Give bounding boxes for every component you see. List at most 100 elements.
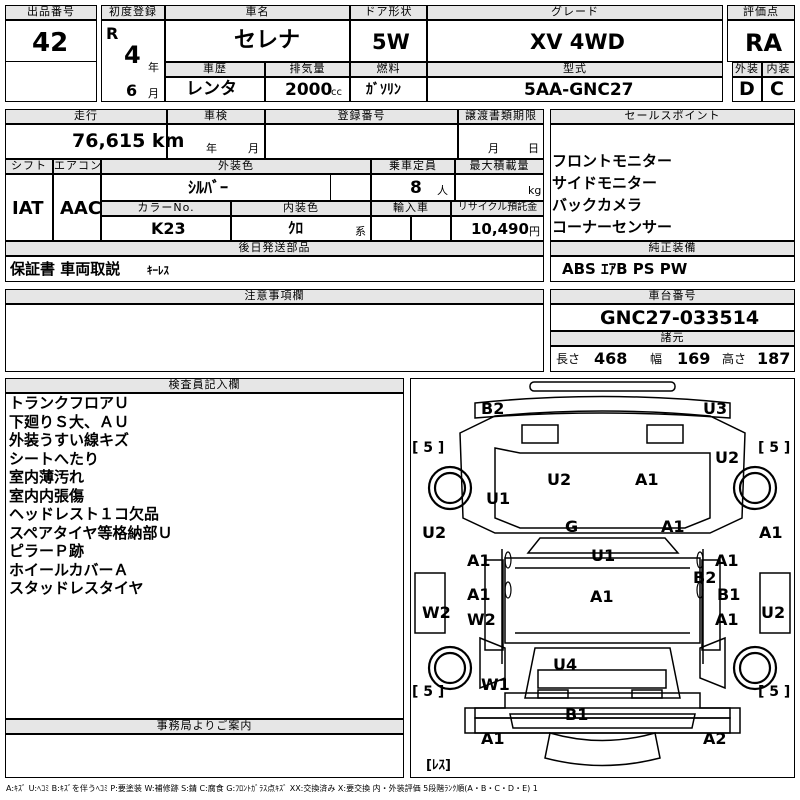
tire-rr: [ 5 ]: [758, 684, 791, 700]
reg-month-unit: 月: [148, 87, 159, 100]
spare-tire: [ﾚｽ]: [426, 758, 451, 773]
damage-mark: A1: [635, 470, 659, 489]
sales-box: [550, 124, 795, 241]
first-reg-box: [101, 20, 165, 102]
damage-mark: A1: [715, 551, 739, 570]
color-box-aux: [330, 174, 371, 201]
model-box: [427, 77, 723, 102]
spec-box: [550, 346, 795, 372]
car-diagram: [414, 381, 791, 767]
import-label: 輸入車: [371, 201, 451, 216]
score-label: 評価点: [727, 5, 795, 20]
chassis-box: [550, 304, 795, 331]
fuel-label: 燃料: [350, 62, 427, 77]
damage-mark: B2: [693, 568, 717, 587]
capacity: 8: [410, 178, 422, 198]
ac: AAC: [60, 198, 102, 219]
insp-year-unit: 年: [206, 142, 217, 155]
inspector-line: ヘッドレスト１コ欠品: [9, 505, 160, 523]
transfer-day-unit: 日: [528, 142, 539, 155]
damage-mark: U3: [703, 399, 728, 418]
history: レンタ: [186, 79, 237, 99]
sales-item: バックカメラ: [552, 196, 643, 214]
damage-mark: A1: [467, 551, 491, 570]
notes-label: 注意事項欄: [5, 289, 544, 304]
office-box: [5, 734, 404, 778]
mileage-label: 走行: [5, 109, 167, 124]
model-label: 型式: [427, 62, 723, 77]
damage-mark: A1: [661, 517, 685, 536]
sales-item: フロントモニター: [552, 152, 673, 170]
lot-label: 出品番号: [5, 5, 97, 20]
int-color-label: 内装色: [231, 201, 371, 216]
height-label: 高さ: [722, 352, 747, 366]
lot-blank: [5, 61, 97, 102]
width: 169: [677, 349, 711, 368]
inspector-box: [5, 393, 404, 719]
damage-mark: A1: [467, 585, 491, 604]
equip: ABS ｴｱB PS PW: [562, 260, 688, 278]
color: ｼﾙﾊﾞｰ: [188, 178, 229, 197]
shift: IAT: [12, 198, 44, 219]
damage-mark: U4: [553, 655, 578, 674]
transfer-label: 譲渡書類期限: [458, 109, 544, 124]
chassis-label: 車台番号: [550, 289, 795, 304]
length-label: 長さ: [556, 352, 581, 366]
era: R: [106, 24, 119, 43]
inspector-label: 検査員記入欄: [5, 378, 404, 393]
capacity-box: [371, 174, 455, 201]
recycle: 10,490: [471, 220, 529, 238]
sales-item: コーナーセンサー: [552, 218, 673, 236]
ext-box: [732, 77, 762, 102]
displacement: 2000: [285, 80, 333, 100]
int-color-unit: 系: [355, 225, 366, 238]
grade-label: グレード: [427, 5, 723, 20]
regno-box: [265, 124, 458, 159]
recycle-unit: 円: [529, 225, 540, 238]
damage-mark: A2: [703, 729, 727, 748]
damage-mark: U1: [486, 489, 511, 508]
inspector-line: シートへたり: [9, 449, 100, 468]
color-no-box: [101, 216, 231, 241]
regno-label: 登録番号: [265, 109, 458, 124]
spec-label: 諸元: [550, 331, 795, 346]
recycle-label: リサイクル預託金: [451, 201, 544, 216]
history-label: 車歴: [165, 62, 265, 77]
load-box: [455, 174, 544, 201]
reg-year: 4: [124, 41, 141, 69]
ext-label: 外装: [732, 62, 762, 77]
reg-month: 6: [126, 81, 138, 100]
inspector-line: 下廻りＳ大、ＡＵ: [9, 412, 130, 431]
load-label: 最大積載量: [455, 159, 544, 174]
office-label: 事務局よりご案内: [5, 719, 404, 734]
damage-mark: A1: [759, 523, 783, 542]
grade: XV 4WD: [530, 30, 625, 54]
inspector-line: 外装うすい線キズ: [9, 431, 130, 449]
int-color-box: [231, 216, 371, 241]
history-box: [165, 77, 265, 102]
inspector-line: スタッドレスタイヤ: [9, 579, 144, 597]
car-name-box: [165, 20, 350, 62]
car-name: セレナ: [234, 28, 301, 53]
damage-mark: U2: [547, 470, 572, 489]
door-box: [350, 20, 427, 62]
recycle-box: [451, 216, 544, 241]
int-label: 内装: [762, 62, 795, 77]
inspector-line: トランクフロアＵ: [9, 394, 130, 412]
capacity-label: 乗車定員: [371, 159, 455, 174]
color-no: K23: [151, 219, 186, 238]
door-type: 5W: [372, 30, 410, 54]
inspection-box: [167, 124, 265, 159]
damage-mark: W2: [467, 610, 496, 629]
damage-mark: B1: [565, 705, 589, 724]
displacement-box: [265, 77, 350, 102]
int-color: ｸﾛ: [288, 219, 304, 237]
displacement-unit: cc: [331, 87, 342, 98]
parts-box: [5, 256, 544, 282]
displacement-label: 排気量: [265, 62, 350, 77]
tire-fr: [ 5 ]: [758, 440, 791, 456]
inspector-line: 室内内張傷: [9, 486, 85, 505]
grade-box: [427, 20, 723, 62]
